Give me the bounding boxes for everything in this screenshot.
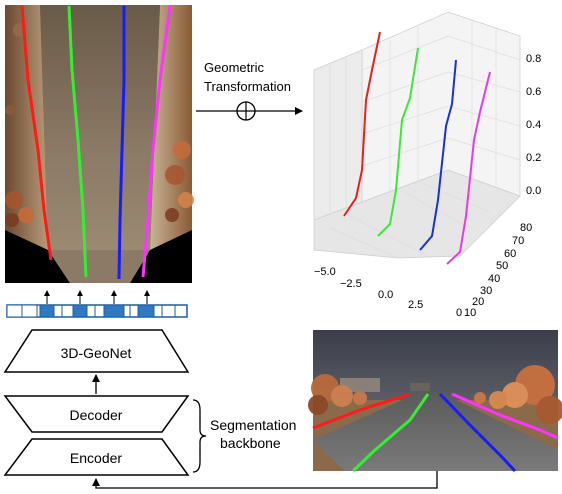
- x-tick: 2.5: [408, 299, 423, 311]
- plot-y-ticks: 80 70 60 50 40 30 20 10 0: [456, 222, 532, 319]
- encoder-label: Encoder: [70, 450, 122, 466]
- strip-to-image-arrows: [44, 290, 150, 304]
- x-tick: 0.0: [378, 289, 393, 301]
- bev-lane-green: [67, 5, 88, 278]
- z-tick: 0.4: [526, 119, 541, 131]
- z-tick: 0.0: [526, 185, 541, 197]
- plot-x-ticks: −5.0 −2.5 0.0 2.5: [314, 266, 423, 311]
- feature-strip: [6, 304, 188, 318]
- z-tick: 0.8: [526, 53, 541, 65]
- transform-label-line1: Geometric: [204, 60, 264, 75]
- encoder-block: Encoder: [3, 438, 190, 476]
- oplus-icon: [236, 101, 256, 121]
- transform-label-line2: Transformation: [204, 79, 291, 94]
- y-tick: 10: [464, 307, 476, 319]
- backbone-label-line1: Segmentation: [210, 417, 296, 433]
- y-tick: 30: [480, 285, 492, 297]
- y-tick: 60: [504, 248, 516, 260]
- z-tick: 0.2: [526, 152, 541, 164]
- y-tick: 70: [512, 235, 524, 247]
- bev-lane-blue: [117, 6, 126, 280]
- front-lane-magenta: [451, 392, 559, 440]
- front-camera-image: [308, 330, 562, 473]
- geometric-transformation: Geometric Transformation: [196, 60, 303, 121]
- lane-3d-plot: 0.8 0.6 0.4 0.2 0.0 −5.0 −2.5 0.0 2.5 80…: [313, 11, 541, 319]
- plot-lane-red: [343, 31, 381, 217]
- front-lane-blue: [438, 392, 517, 473]
- plot-z-ticks: 0.8 0.6 0.4 0.2 0.0: [526, 53, 541, 197]
- y-tick: 80: [520, 222, 532, 234]
- plot-lane-blue: [419, 59, 457, 251]
- geonet-block: 3D-GeoNet: [3, 329, 190, 373]
- backbone-brace: [192, 399, 207, 473]
- bev-lane-magenta: [141, 5, 172, 278]
- front-lane-green: [351, 393, 430, 473]
- bev-lane-red: [20, 5, 53, 261]
- y-tick: 20: [472, 296, 484, 308]
- y-tick: 50: [496, 260, 508, 272]
- x-tick: −5.0: [314, 266, 336, 278]
- z-tick: 0.6: [526, 86, 541, 98]
- x-tick: −2.5: [340, 278, 362, 290]
- image-to-encoder-arrow: [92, 471, 438, 489]
- bev-road-image: [5, 5, 194, 283]
- plot-lane-green: [377, 47, 419, 237]
- y-tick: 0: [456, 307, 462, 319]
- decoder-block: Decoder: [3, 395, 190, 433]
- plot-lane-magenta: [446, 71, 491, 265]
- decoder-label: Decoder: [70, 407, 123, 423]
- plot-left-pane: [313, 49, 363, 221]
- geonet-label: 3D-GeoNet: [61, 345, 132, 361]
- y-tick: 40: [488, 273, 500, 285]
- backbone-label-line2: backbone: [220, 435, 281, 451]
- front-lane-red: [312, 392, 411, 430]
